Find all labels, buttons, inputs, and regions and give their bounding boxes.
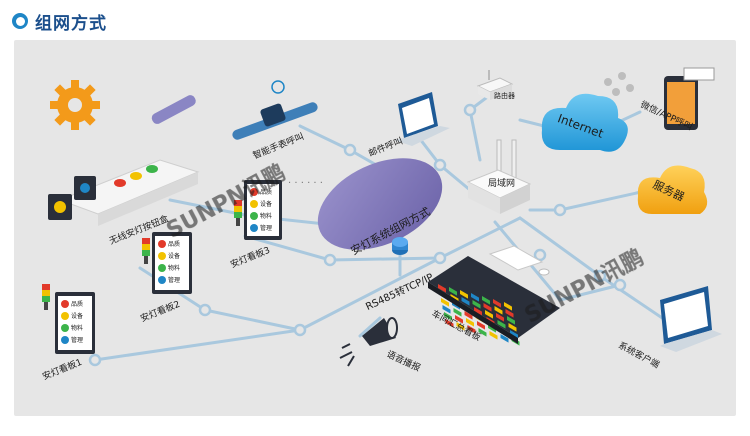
board-cell	[467, 324, 476, 334]
board-cell	[466, 318, 474, 327]
keyboard-icon	[488, 245, 550, 276]
board-cell	[441, 298, 449, 307]
svg-text:物料: 物料	[71, 324, 83, 332]
label-board-1: 安灯看板1	[40, 356, 83, 383]
workshop-summary-board	[428, 256, 560, 346]
label-email: 邮件呼叫	[367, 135, 405, 160]
phone-icon	[664, 67, 715, 130]
board-cell	[445, 319, 454, 328]
board-cell	[496, 312, 504, 322]
board-cell	[507, 316, 515, 325]
server-cloud-icon	[637, 165, 708, 214]
svg-text:品质: 品质	[168, 240, 180, 248]
label-board-3: 安灯看板3	[228, 244, 271, 271]
circle-bullet-icon	[12, 13, 28, 29]
board-cell	[500, 334, 509, 343]
svg-text:物料: 物料	[168, 264, 180, 272]
board-cell	[449, 287, 457, 296]
board-cell	[497, 320, 506, 329]
label-voice: 语音播报	[385, 348, 423, 374]
label-lan: 局域网	[488, 177, 515, 189]
svg-text:品质: 品质	[260, 188, 272, 196]
board-cell	[460, 289, 468, 299]
board-cell	[474, 307, 482, 316]
client-laptop-icon	[660, 286, 722, 352]
green-button-icon	[146, 165, 158, 173]
board-cell	[483, 303, 492, 312]
board-cell	[464, 311, 473, 320]
svg-text:品质: 品质	[71, 300, 83, 308]
board-cell	[489, 331, 498, 340]
andon-board-2	[142, 232, 192, 294]
board-cell	[453, 308, 462, 317]
smartwatch-icon	[232, 80, 318, 140]
board-cell	[510, 330, 518, 339]
label-smartwatch: 智能手表呼叫	[251, 130, 306, 161]
svg-text:管理: 管理	[260, 224, 272, 232]
section-title: 组网方式	[35, 13, 107, 34]
svg-text:设备: 设备	[168, 252, 180, 260]
board-cell	[444, 312, 452, 321]
label-board-2: 安灯看板2	[138, 298, 181, 325]
wireless-button-box	[48, 159, 200, 226]
board-cell	[477, 321, 485, 330]
svg-text:管理: 管理	[71, 336, 83, 344]
board-cell	[485, 310, 493, 319]
board-cell	[508, 322, 517, 332]
svg-text:物料: 物料	[260, 212, 272, 220]
board-cell	[482, 296, 490, 305]
email-laptop-icon	[394, 92, 450, 146]
board-cell	[442, 305, 451, 314]
board-cell	[493, 299, 501, 308]
board-cell	[504, 302, 512, 311]
gear-icon	[50, 80, 100, 130]
board-cell	[494, 306, 503, 315]
board-cell	[471, 293, 479, 302]
board-cell	[505, 309, 514, 318]
yellow-button-icon	[130, 172, 142, 180]
board-cell	[461, 297, 470, 306]
svg-text:设备: 设备	[71, 312, 83, 320]
svg-text:设备: 设备	[260, 200, 272, 208]
center-ellipse	[317, 158, 443, 250]
lan-router-icon	[466, 139, 532, 214]
andon-board-3	[234, 180, 282, 240]
ellipsis-dots: · · · · · ·	[288, 178, 323, 189]
andon-board-1	[42, 284, 95, 354]
internet-cloud-icon	[541, 93, 628, 152]
board-cell	[456, 322, 465, 331]
router-icon	[476, 70, 514, 100]
board-cell	[455, 315, 463, 324]
wechat-app-icons	[604, 72, 634, 96]
board-cell	[478, 328, 487, 337]
board-cell	[438, 284, 446, 293]
svg-text:管理: 管理	[168, 276, 180, 284]
label-router: 路由器	[494, 91, 515, 100]
connector-bar-icon	[151, 95, 196, 124]
label-client: 系统客户端	[616, 339, 661, 371]
rs485-converter-icon	[392, 237, 408, 255]
board-cell	[472, 299, 481, 309]
speaker-icon	[339, 317, 398, 367]
section-header: 组网方式	[12, 8, 107, 34]
red-button-icon	[114, 179, 126, 187]
